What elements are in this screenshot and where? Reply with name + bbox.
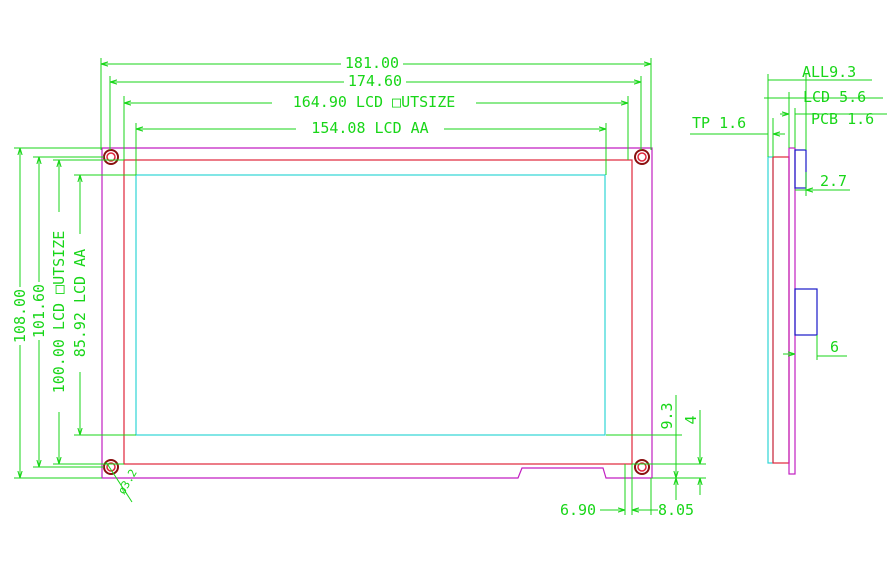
- mounting-hole-bottom-right: [634, 459, 650, 475]
- dim-all-thickness: ALL9.3: [768, 63, 872, 81]
- dim-hole-pitch-height: 101.60: [30, 156, 104, 468]
- dim-pcb-thickness-label: PCB 1.6: [811, 110, 874, 128]
- dim-lcd-aa-height: 85.92 LCD AA: [71, 174, 136, 436]
- pcb-outline: [101, 147, 653, 479]
- side-touch-panel: [767, 156, 774, 464]
- dim-tp-thickness: TP 1.6: [690, 114, 785, 134]
- dim-right-offsets: 9.3 4: [606, 395, 706, 500]
- dim-lcd-outsize-width-label: 164.90 LCD □UTSIZE: [293, 93, 456, 111]
- dim-hole-pitch-height-label: 101.60: [30, 284, 48, 338]
- dim-lcd-thickness: LCD 5.6: [764, 88, 883, 106]
- dim-bottom-right-label: 8.05: [658, 501, 694, 519]
- dim-bottom-offsets: 6.90 8.05: [560, 464, 694, 519]
- lcd-outsize-outline: [123, 159, 633, 465]
- dim-pcb-thickness: PCB 1.6: [780, 110, 887, 128]
- dim-hole-pitch-width: 174.60: [109, 72, 642, 150]
- side-view: ALL9.3 LCD 5.6 PCB 1.6 TP 1.6 2.7: [690, 63, 887, 475]
- dim-lcd-aa-width: 154.08 LCD AA: [135, 119, 607, 175]
- dim-overall-width: 181.00: [100, 54, 652, 150]
- dim-top-component-label: 2.7: [820, 172, 847, 190]
- mounting-hole-top-left: [103, 149, 119, 165]
- dim-bottom-component-label: 6: [830, 338, 839, 356]
- mounting-hole-top-right: [634, 149, 650, 165]
- lcd-active-area-outline: [135, 174, 606, 436]
- side-bottom-component: [794, 288, 818, 336]
- side-pcb: [788, 147, 796, 475]
- dim-lcd-aa-width-label: 154.08 LCD AA: [311, 119, 428, 137]
- dim-lcd-outsize-height: 100.00 LCD □UTSIZE: [50, 159, 124, 465]
- dim-overall-height: 108.00: [11, 147, 102, 479]
- dim-all-thickness-label: ALL9.3: [802, 63, 856, 81]
- dim-bottom-left-label: 6.90: [560, 501, 596, 519]
- dim-bottom-component: 6: [783, 335, 847, 360]
- hole-diameter-label: ø3.2: [115, 467, 140, 496]
- dim-outsize-offset-label: 4: [682, 415, 700, 424]
- hole-diameter-callout: ø3.2: [105, 461, 140, 503]
- dim-overall-height-label: 108.00: [11, 289, 29, 343]
- dim-lcd-thickness-label: LCD 5.6: [803, 88, 866, 106]
- front-view: 181.00 174.60 164.90 LCD □UTSIZE 154.08 …: [11, 54, 706, 519]
- dim-lcd-aa-height-label: 85.92 LCD AA: [71, 249, 89, 357]
- dim-overall-width-label: 181.00: [345, 54, 399, 72]
- dim-aa-offset-label: 9.3: [658, 402, 676, 429]
- dim-hole-pitch-width-label: 174.60: [348, 72, 402, 90]
- side-lcd: [772, 156, 790, 464]
- dim-lcd-outsize-width: 164.90 LCD □UTSIZE: [123, 93, 629, 160]
- dim-lcd-outsize-height-label: 100.00 LCD □UTSIZE: [50, 231, 68, 394]
- dim-tp-thickness-label: TP 1.6: [692, 114, 746, 132]
- dim-top-component: 2.7: [795, 172, 850, 196]
- side-top-component: [794, 149, 807, 189]
